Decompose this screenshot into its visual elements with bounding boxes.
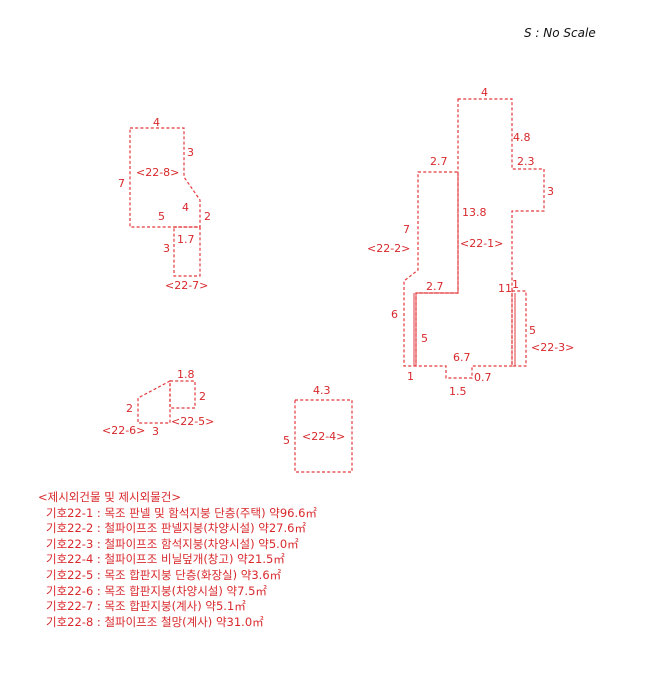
scale-note: S : No Scale (524, 26, 596, 40)
dim-22-1-mid: 2.7 (426, 280, 444, 293)
dim-22-8-left: 7 (118, 177, 125, 190)
label-22-2: <22-2> (367, 242, 410, 255)
dim-22-8-right: 3 (187, 146, 194, 159)
dim-22-5-top: 1.8 (177, 368, 195, 381)
legend-item-22-3: 기호22-3 : 철파이프조 함석지붕(차양시설) 약5.0㎡ (46, 536, 299, 551)
label-22-6: <22-6> (102, 424, 145, 437)
dim-22-1-corner: 1 (407, 370, 414, 383)
outline-22-3 (511, 290, 527, 367)
dim-22-1-right-lower: 11 (498, 282, 512, 295)
label-22-1: <22-1> (460, 237, 503, 250)
dim-22-4-left: 5 (283, 434, 290, 447)
legend-item-22-7: 기호22-7 : 목조 합판지붕(계사) 약5.1㎡ (46, 599, 246, 614)
outline-22-2 (403, 171, 459, 367)
legend-item-22-1: 기호22-1 : 목조 판넬 및 함석지붕 단층(주택) 약96.6㎡ (46, 505, 317, 520)
label-22-7: <22-7> (165, 279, 208, 292)
dim-22-7-top: 1.7 (177, 233, 195, 246)
dim-22-1-right-upper: 4.8 (513, 131, 531, 144)
dim-22-3-left: 1 (512, 278, 519, 291)
dim-22-1-step: 2.3 (517, 155, 535, 168)
legend-item-22-6: 기호22-6 : 목조 합판지붕(차양시설) 약7.5㎡ (46, 583, 267, 598)
label-22-8: <22-8> (136, 166, 179, 179)
legend-title: <제시외건물 및 제시외물건> (38, 490, 181, 504)
dim-22-6-bottom: 3 (152, 425, 159, 438)
dim-22-2-left: 7 (403, 223, 410, 236)
dim-22-1-inner: 13.8 (462, 206, 487, 219)
dim-22-3-right: 5 (529, 324, 536, 337)
outline-22-5 (169, 380, 196, 409)
dim-22-1-top: 4 (481, 86, 488, 99)
dim-22-1-left-lower: 6 (391, 308, 398, 321)
label-22-5: <22-5> (171, 415, 214, 428)
label-22-4: <22-4> (302, 430, 345, 443)
dim-22-1-right-ext: 3 (547, 185, 554, 198)
dim-22-8-bottom: 5 (158, 210, 165, 223)
dim-22-1-notch-v: 1.5 (449, 385, 467, 398)
dim-22-1-bottom: 6.7 (453, 351, 471, 364)
dim-22-4-top: 4.3 (313, 384, 331, 397)
dim-22-1-inner-lower: 5 (421, 332, 428, 345)
legend: <제시외건물 및 제시외물건> 기호22-1 : 목조 판넬 및 함석지붕 단층… (38, 490, 317, 630)
outline-22-7 (173, 226, 201, 277)
outline-22-4 (294, 399, 353, 473)
outline-22-6 (137, 380, 171, 424)
outline-22-8 (129, 127, 201, 228)
dim-22-6-left: 2 (126, 402, 133, 415)
dim-22-7-left: 3 (163, 242, 170, 255)
label-22-3: <22-3> (531, 341, 574, 354)
dim-22-5-right: 2 (199, 390, 206, 403)
dim-22-1-notch-h: 0.7 (474, 371, 492, 384)
dim-22-2-top: 2.7 (430, 155, 448, 168)
dim-22-8-notch-h: 4 (182, 201, 189, 214)
legend-item-22-5: 기호22-5 : 목조 합판지붕 단층(화장실) 약3.6㎡ (46, 567, 282, 582)
dim-22-8-notch-v: 2 (204, 210, 211, 223)
legend-item-22-4: 기호22-4 : 철파이프조 비닐덮개(창고) 약21.5㎡ (46, 552, 285, 567)
legend-item-22-8: 기호22-8 : 철파이프조 철망(계사) 약31.0㎡ (46, 614, 264, 629)
dim-22-8-top: 4 (153, 116, 160, 129)
outline-22-1 (415, 98, 545, 379)
legend-item-22-2: 기호22-2 : 철파이프조 판넬지붕(차양시설) 약27.6㎡ (46, 521, 306, 536)
